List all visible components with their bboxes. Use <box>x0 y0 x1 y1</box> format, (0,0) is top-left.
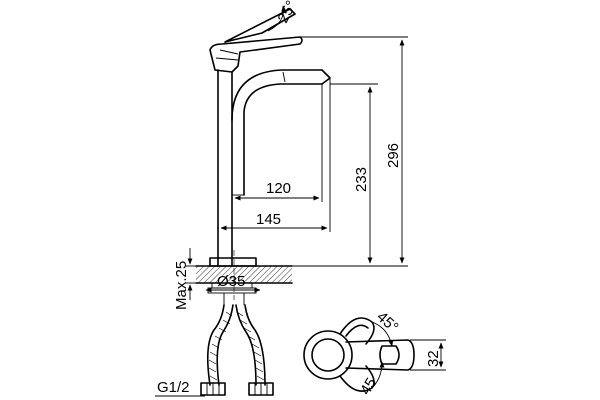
base-diameter-label: Ø35 <box>217 273 245 290</box>
handle-width-label: 32 <box>425 350 442 367</box>
reach-total-label: 145 <box>256 211 281 228</box>
handle-lever <box>209 8 303 73</box>
height-spout-label: 233 <box>353 167 370 192</box>
supply-hoses <box>200 304 274 396</box>
height-total-label: 296 <box>385 143 402 168</box>
angle-top-label: 25° <box>275 0 301 26</box>
thread-label: G1/2 <box>157 379 190 396</box>
faucet-body <box>217 69 331 266</box>
angle-handle-lower-label: 45 <box>357 375 380 398</box>
reach-spout-label: 120 <box>266 180 291 197</box>
faucet-side-view <box>195 8 331 396</box>
angle-handle-label: 45° <box>373 308 401 336</box>
dimensions: 25° 296 233 120 145 Max.25 Ø35 G1/2 <box>155 0 408 397</box>
max-thickness-label: Max.25 <box>173 261 190 310</box>
faucet-top-view: 45° 45 32 <box>303 308 446 398</box>
